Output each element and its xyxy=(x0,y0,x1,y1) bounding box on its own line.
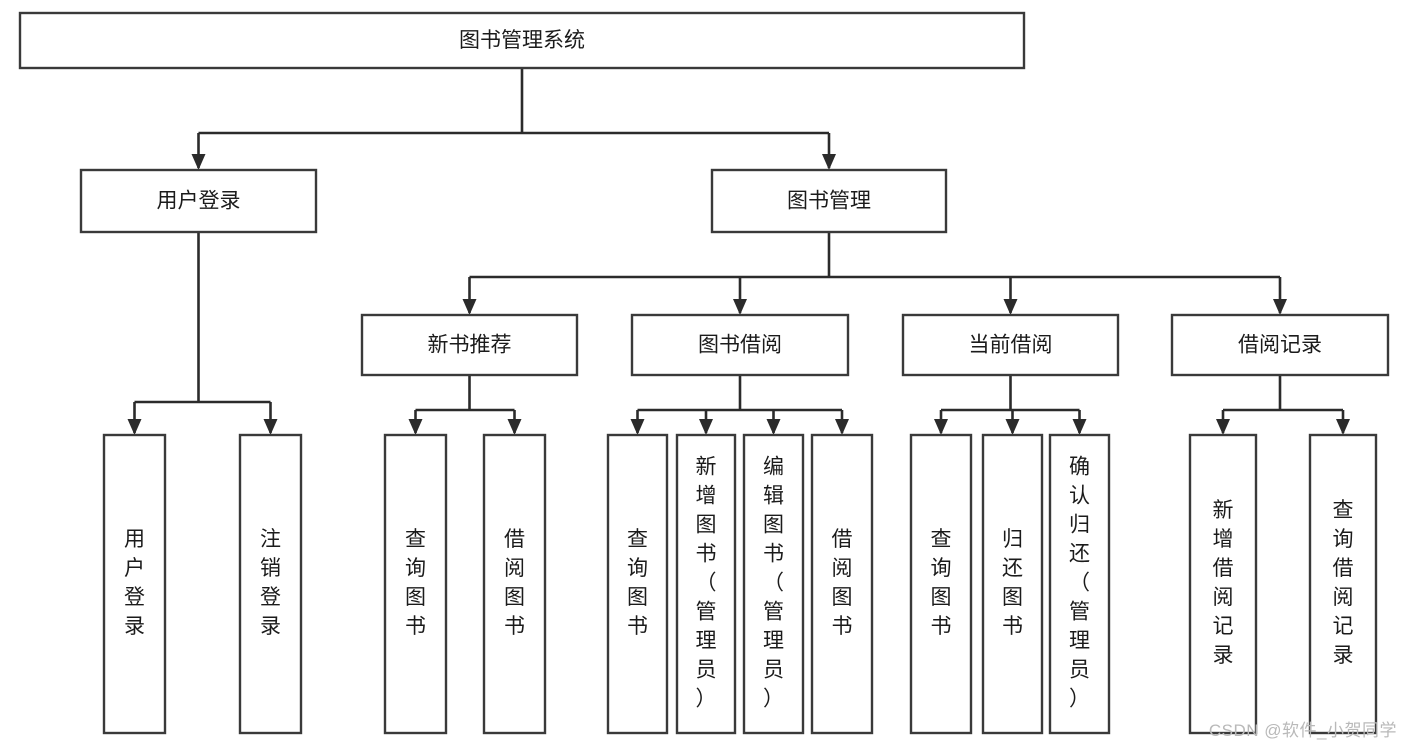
level2-node-user-login[interactable]: 用户登录 xyxy=(79,168,318,234)
level2-node-book-management-rect xyxy=(710,168,948,234)
arrow-head-icon xyxy=(733,299,747,315)
leaf-node-leaf-confirm-return[interactable]: 确认归还（管理员） xyxy=(1048,433,1111,735)
arrow-head-icon xyxy=(1336,419,1350,435)
leaf-node-leaf-borrow-book-2-rect xyxy=(810,433,874,735)
leaf-node-leaf-query-book-3-rect xyxy=(909,433,973,735)
box-layer: 图书管理系统用户登录图书管理新书推荐图书借阅当前借阅借阅记录用户登录注销登录查询… xyxy=(18,11,1390,735)
leaf-node-leaf-add-book-admin-label: 新增图书（管理员） xyxy=(696,456,717,711)
arrow-head-icon xyxy=(191,154,206,170)
leaf-node-leaf-edit-book-admin[interactable]: 编辑图书（管理员） xyxy=(742,433,805,735)
watermark-text: CSDN @软件_小贺同学 xyxy=(1208,721,1397,740)
level3-node-book-borrow-rect xyxy=(630,313,850,377)
leaf-node-leaf-logout-login-rect xyxy=(238,433,303,735)
leaf-node-leaf-add-borrow-record-label: 新增借阅记录 xyxy=(1213,499,1234,667)
leaf-node-leaf-borrow-book-2[interactable]: 借阅图书 xyxy=(810,433,874,735)
level2-node-user-login-rect xyxy=(79,168,318,234)
leaf-node-leaf-borrow-book-1-rect xyxy=(482,433,547,735)
level2-node-book-management-label: 图书管理 xyxy=(787,190,871,213)
leaf-node-leaf-query-book-2-label: 查询图书 xyxy=(627,528,648,638)
leaf-node-leaf-user-login-rect xyxy=(102,433,167,735)
leaf-node-leaf-query-book-2-rect xyxy=(606,433,669,735)
leaf-node-leaf-add-book-admin-rect xyxy=(675,433,737,735)
leaf-node-leaf-query-book-3[interactable]: 查询图书 xyxy=(909,433,973,735)
arrow-head-icon xyxy=(1003,299,1018,315)
level3-node-book-borrow[interactable]: 图书借阅 xyxy=(630,313,850,377)
level3-node-borrow-record-rect xyxy=(1170,313,1390,377)
leaf-node-leaf-add-borrow-record[interactable]: 新增借阅记录 xyxy=(1188,433,1258,735)
leaf-node-leaf-user-login-label: 用户登录 xyxy=(124,528,145,638)
leaf-node-leaf-add-book-admin[interactable]: 新增图书（管理员） xyxy=(675,433,737,735)
leaf-node-leaf-query-borrow-rec-rect xyxy=(1308,433,1378,735)
leaf-node-leaf-return-book-label: 归还图书 xyxy=(1002,528,1023,638)
arrow-head-icon xyxy=(934,419,948,435)
leaf-node-leaf-logout-login-label: 注销登录 xyxy=(260,528,281,638)
arrow-head-icon xyxy=(507,419,522,435)
connector-layer xyxy=(127,68,1350,435)
level2-node-user-login-label: 用户登录 xyxy=(157,190,241,213)
arrow-head-icon xyxy=(1072,419,1087,435)
level3-node-current-borrow-rect xyxy=(901,313,1120,377)
arrow-head-icon xyxy=(835,419,849,435)
leaf-node-leaf-return-book-rect xyxy=(981,433,1044,735)
leaf-node-leaf-borrow-book-1-label: 借阅图书 xyxy=(504,528,525,638)
arrow-head-icon xyxy=(1273,299,1287,315)
level3-node-borrow-record-label: 借阅记录 xyxy=(1238,334,1322,357)
leaf-node-leaf-confirm-return-label: 确认归还（管理员） xyxy=(1069,456,1090,711)
root-node-book-management-system-label: 图书管理系统 xyxy=(459,29,585,52)
arrow-head-icon xyxy=(766,419,781,435)
leaf-node-leaf-borrow-book-2-label: 借阅图书 xyxy=(832,528,853,638)
leaf-node-leaf-query-book-3-label: 查询图书 xyxy=(931,528,952,638)
leaf-node-leaf-borrow-book-1[interactable]: 借阅图书 xyxy=(482,433,547,735)
leaf-node-leaf-add-borrow-record-rect xyxy=(1188,433,1258,735)
leaf-node-leaf-user-login[interactable]: 用户登录 xyxy=(102,433,167,735)
leaf-node-leaf-query-book-1-rect xyxy=(383,433,448,735)
leaf-node-leaf-return-book[interactable]: 归还图书 xyxy=(981,433,1044,735)
level3-node-new-book-recommend-label: 新书推荐 xyxy=(428,334,512,357)
leaf-node-leaf-edit-book-admin-rect xyxy=(742,433,805,735)
arrow-head-icon xyxy=(630,419,645,435)
arrow-head-icon xyxy=(263,419,278,435)
leaf-node-leaf-query-book-2[interactable]: 查询图书 xyxy=(606,433,669,735)
leaf-node-leaf-edit-book-admin-label: 编辑图书（管理员） xyxy=(763,456,784,711)
leaf-node-leaf-query-borrow-rec[interactable]: 查询借阅记录 xyxy=(1308,433,1378,735)
leaf-node-leaf-logout-login[interactable]: 注销登录 xyxy=(238,433,303,735)
level3-node-current-borrow-label: 当前借阅 xyxy=(969,334,1053,357)
level3-node-current-borrow[interactable]: 当前借阅 xyxy=(901,313,1120,377)
leaf-node-leaf-query-book-1-label: 查询图书 xyxy=(405,528,426,638)
arrow-head-icon xyxy=(127,419,142,435)
level3-node-borrow-record[interactable]: 借阅记录 xyxy=(1170,313,1390,377)
arrow-head-icon xyxy=(699,419,713,435)
leaf-node-leaf-query-book-1[interactable]: 查询图书 xyxy=(383,433,448,735)
level3-node-new-book-recommend[interactable]: 新书推荐 xyxy=(360,313,579,377)
arrow-head-icon xyxy=(408,419,423,435)
arrow-head-icon xyxy=(1005,419,1020,435)
arrow-head-icon xyxy=(822,154,836,170)
arrow-head-icon xyxy=(462,299,477,315)
leaf-node-leaf-query-borrow-rec-label: 查询借阅记录 xyxy=(1333,499,1354,667)
root-node-book-management-system-rect xyxy=(18,11,1026,70)
arrow-head-icon xyxy=(1216,419,1230,435)
level3-node-book-borrow-label: 图书借阅 xyxy=(698,334,782,357)
leaf-node-leaf-confirm-return-rect xyxy=(1048,433,1111,735)
root-node-book-management-system[interactable]: 图书管理系统 xyxy=(18,11,1026,70)
level2-node-book-management[interactable]: 图书管理 xyxy=(710,168,948,234)
level3-node-new-book-recommend-rect xyxy=(360,313,579,377)
